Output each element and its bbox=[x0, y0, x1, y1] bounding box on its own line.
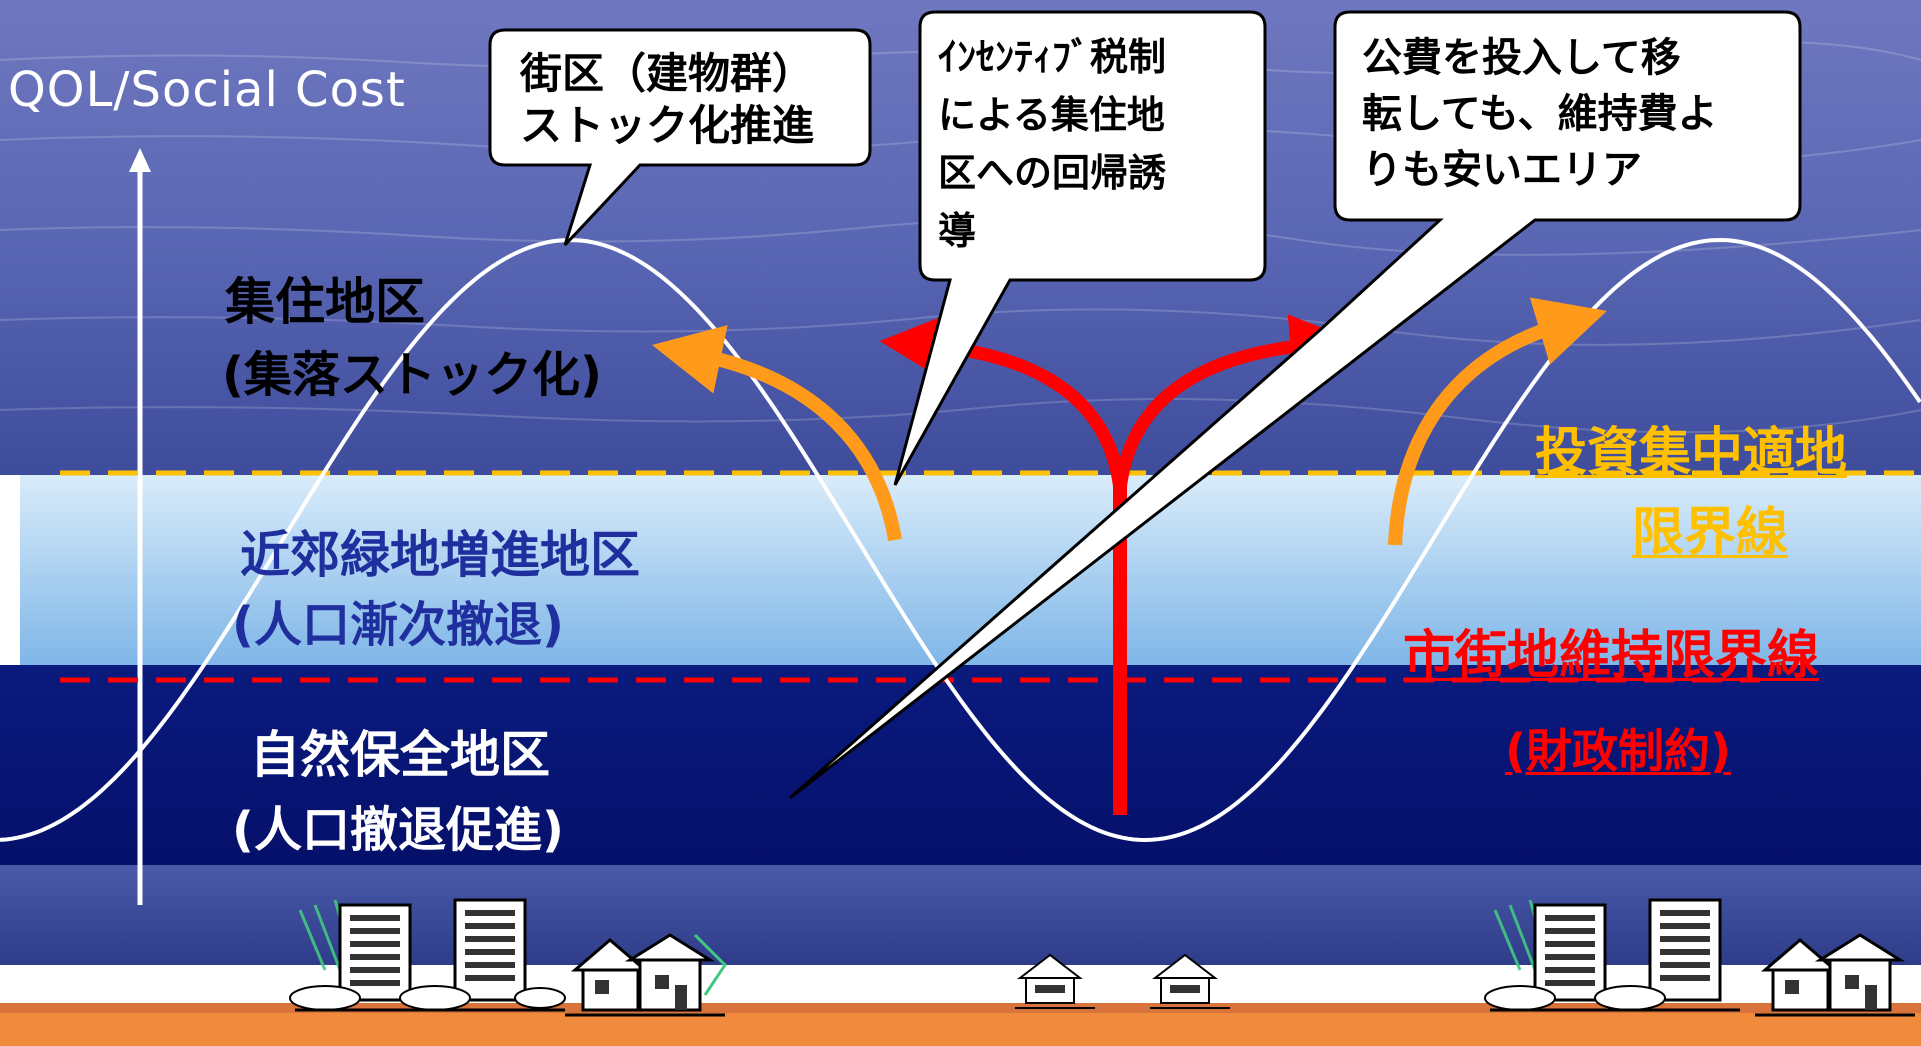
house-icon bbox=[1015, 953, 1095, 1009]
suburban-band bbox=[20, 475, 1921, 665]
y-axis-arrowhead bbox=[129, 148, 151, 172]
maintenance-line-label: 市街地維持限界線 bbox=[1403, 626, 1820, 686]
lower-sea bbox=[0, 865, 1921, 965]
zone-title-residential: 集住地区 bbox=[225, 273, 425, 331]
callout-text-1: 街区（建物群） ストック化推進 bbox=[520, 49, 815, 150]
zone-subtitle-suburban: (人口漸次撤退) bbox=[232, 597, 564, 653]
callout-bubble-1 bbox=[488, 28, 872, 247]
zone-subtitle-residential: (集落ストック化) bbox=[222, 347, 602, 403]
maintenance-line-label-2: (財政制約) bbox=[1505, 724, 1732, 778]
zone-subtitle-conservation: (人口撤退促進) bbox=[232, 802, 564, 858]
callout-bubble-2 bbox=[893, 10, 1267, 486]
zone-title-conservation: 自然保全地区 bbox=[250, 726, 550, 784]
callout-text-3: 公費を投入して移 転しても、維持費よ りも安いエリア bbox=[1362, 35, 1718, 193]
house-icon bbox=[565, 933, 727, 1017]
red-arrow-right bbox=[1113, 314, 1356, 491]
house-icon bbox=[1755, 933, 1915, 1017]
city-buildings-icon bbox=[289, 898, 566, 1012]
orange-arrow-left bbox=[652, 325, 902, 542]
zone-title-suburban: 近郊緑地増進地区 bbox=[240, 526, 640, 584]
callout-bubble-3 bbox=[789, 10, 1802, 800]
callout-text-2: ｲﾝｾﾝﾃｨﾌﾞ税制 による集住地 区への回帰誘 導 bbox=[938, 35, 1167, 253]
y-axis-label: QOL/Social Cost bbox=[8, 62, 406, 118]
investment-line-label-2: 限界線 bbox=[1632, 503, 1789, 563]
investment-line-label: 投資集中適地 bbox=[1535, 423, 1848, 483]
house-icon bbox=[1150, 953, 1230, 1009]
orange-arrow-right bbox=[1388, 297, 1607, 546]
city-buildings-icon bbox=[1484, 898, 1740, 1012]
